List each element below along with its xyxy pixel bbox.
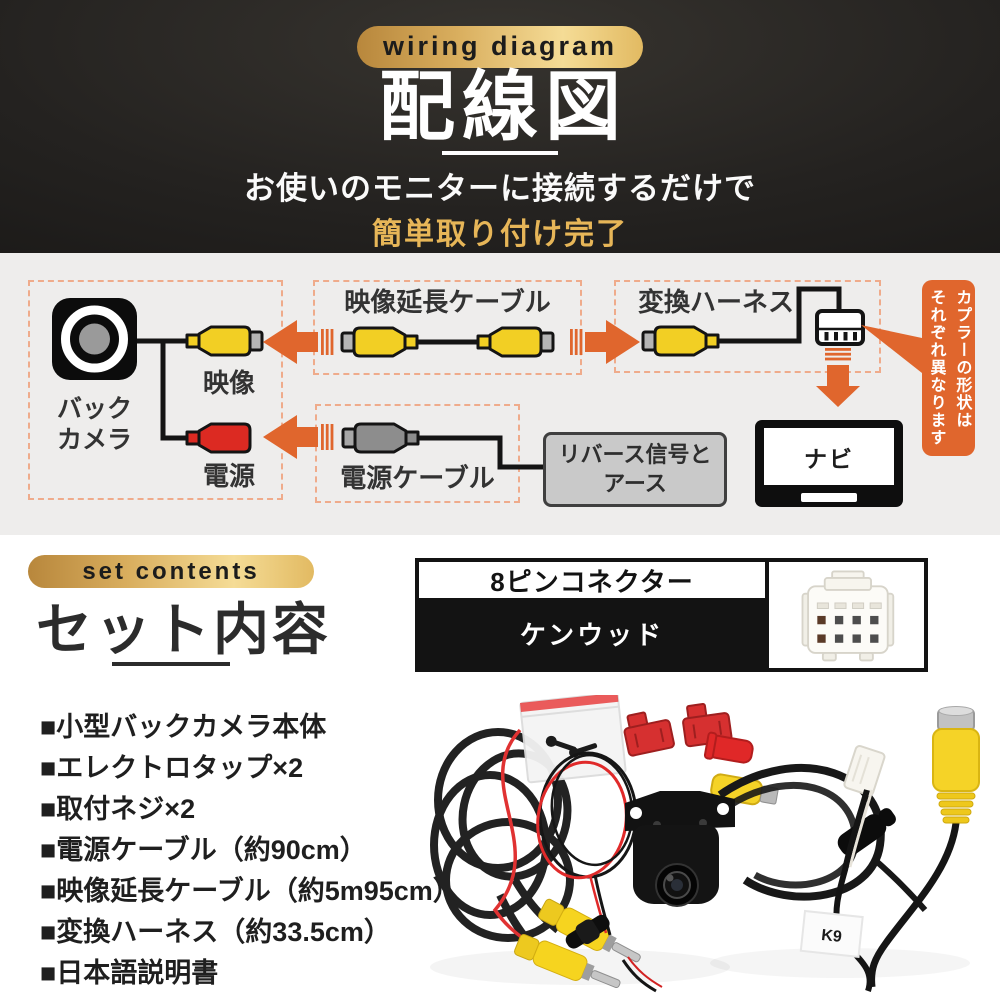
electro-taps <box>623 702 733 757</box>
k9-label: K9 <box>799 909 864 958</box>
power-label: 電源 <box>202 461 255 491</box>
wiring-diagram-art <box>52 286 922 470</box>
k9-label-text: K9 <box>820 927 842 946</box>
callout-pointer <box>861 325 922 373</box>
flow-arrows <box>263 320 860 459</box>
extension-cable-right-plug <box>476 326 555 358</box>
kit-item: ■取付ネジ×2 <box>40 794 196 824</box>
power-cable-label: 電源ケーブル <box>340 463 495 493</box>
kit-items-list: ■小型バックカメラ本体 ■エレクトロタップ×2 ■取付ネジ×2 ■電源ケーブル（… <box>40 707 460 994</box>
backup-camera <box>625 791 735 907</box>
coupler-connector <box>815 309 865 346</box>
power-cable-dashed-box <box>315 404 520 503</box>
kit-item: ■電源ケーブル（約90cm） <box>40 835 367 865</box>
wiring-diagram-badge: wiring diagram <box>357 26 643 68</box>
navi-stand <box>801 493 857 502</box>
8-pin-connector-photo <box>765 562 924 668</box>
harness-rca-plug <box>641 325 720 357</box>
set-contents-badge-label: set contents <box>82 557 260 585</box>
subtitle-line1: お使いのモニターに接続するだけで <box>244 171 756 206</box>
set-contents-section: set contents セット内容 8ピンコネクター ケンウッド <box>0 535 1000 1000</box>
red-power-wire <box>492 728 534 947</box>
camera-dashed-box <box>28 280 283 500</box>
header-section: wiring diagram 配線図 お使いのモニターに接続するだけで 簡単取り… <box>0 0 1000 253</box>
video-cable-dashed-box <box>313 280 582 375</box>
reverse-signal-ground-box: リバース信号と アース <box>543 432 727 507</box>
wiring-diagram-section: 映像延長ケーブル 変換ハーネス 電源ケーブル バック カメラ 映像 電源 リバー… <box>0 253 1000 535</box>
title-underline <box>442 151 558 155</box>
power-inline-connector <box>565 914 610 949</box>
kit-item: ■小型バックカメラ本体 <box>40 712 327 742</box>
wiring-diagram-badge-label: wiring diagram <box>382 31 618 62</box>
arrow-down-navi <box>816 348 860 407</box>
arrow-right-harness <box>570 320 640 364</box>
kit-item: ■変換ハーネス（約33.5cm） <box>40 917 391 947</box>
kit-item: ■日本語説明書 <box>40 958 219 988</box>
set-contents-underline <box>112 662 230 666</box>
back-camera-label: バック カメラ <box>56 395 132 454</box>
video-rca-connector <box>185 325 264 357</box>
8-pin-connector-art <box>801 570 895 662</box>
coupler-note-callout: カプラーの形状は それぞれ異なります <box>922 280 975 456</box>
screws-bag <box>519 695 627 784</box>
arrow-left-video <box>263 320 334 364</box>
page-title: 配線図 <box>379 64 628 150</box>
connector-spec-table: 8ピンコネクター ケンウッド <box>415 558 928 672</box>
extension-cable-left-plug <box>340 326 419 358</box>
set-contents-badge: set contents <box>28 555 314 588</box>
kit-item: ■エレクトロタップ×2 <box>40 753 304 783</box>
spec-table-header: 8ピンコネクター <box>419 562 765 598</box>
mounting-screws <box>545 735 577 752</box>
conversion-harness-label: 変換ハーネス <box>637 287 794 317</box>
arrow-left-power <box>263 415 334 459</box>
backup-camera-icon <box>52 298 137 380</box>
kit-item: ■映像延長ケーブル（約5m95cm） <box>40 876 460 906</box>
power-rca-connector <box>185 422 252 454</box>
subtitle-line2: 簡単取り付け完了 <box>372 218 628 251</box>
diagram-wires <box>137 286 842 470</box>
navi-screen: ナビ <box>764 428 894 485</box>
set-contents-title: セット内容 <box>36 598 331 661</box>
video-label: 映像 <box>202 368 255 398</box>
kit-product-photo: K9 <box>430 695 980 993</box>
power-cable-plug <box>341 422 420 454</box>
coupler-note-text: カプラーの形状は それぞれ異なります <box>927 289 971 447</box>
navi-monitor: ナビ <box>755 420 903 507</box>
spec-table-value: ケンウッド <box>419 598 765 668</box>
yellow-rca-female <box>868 706 980 988</box>
video-extension-cable-label: 映像延長ケーブル <box>344 287 551 317</box>
